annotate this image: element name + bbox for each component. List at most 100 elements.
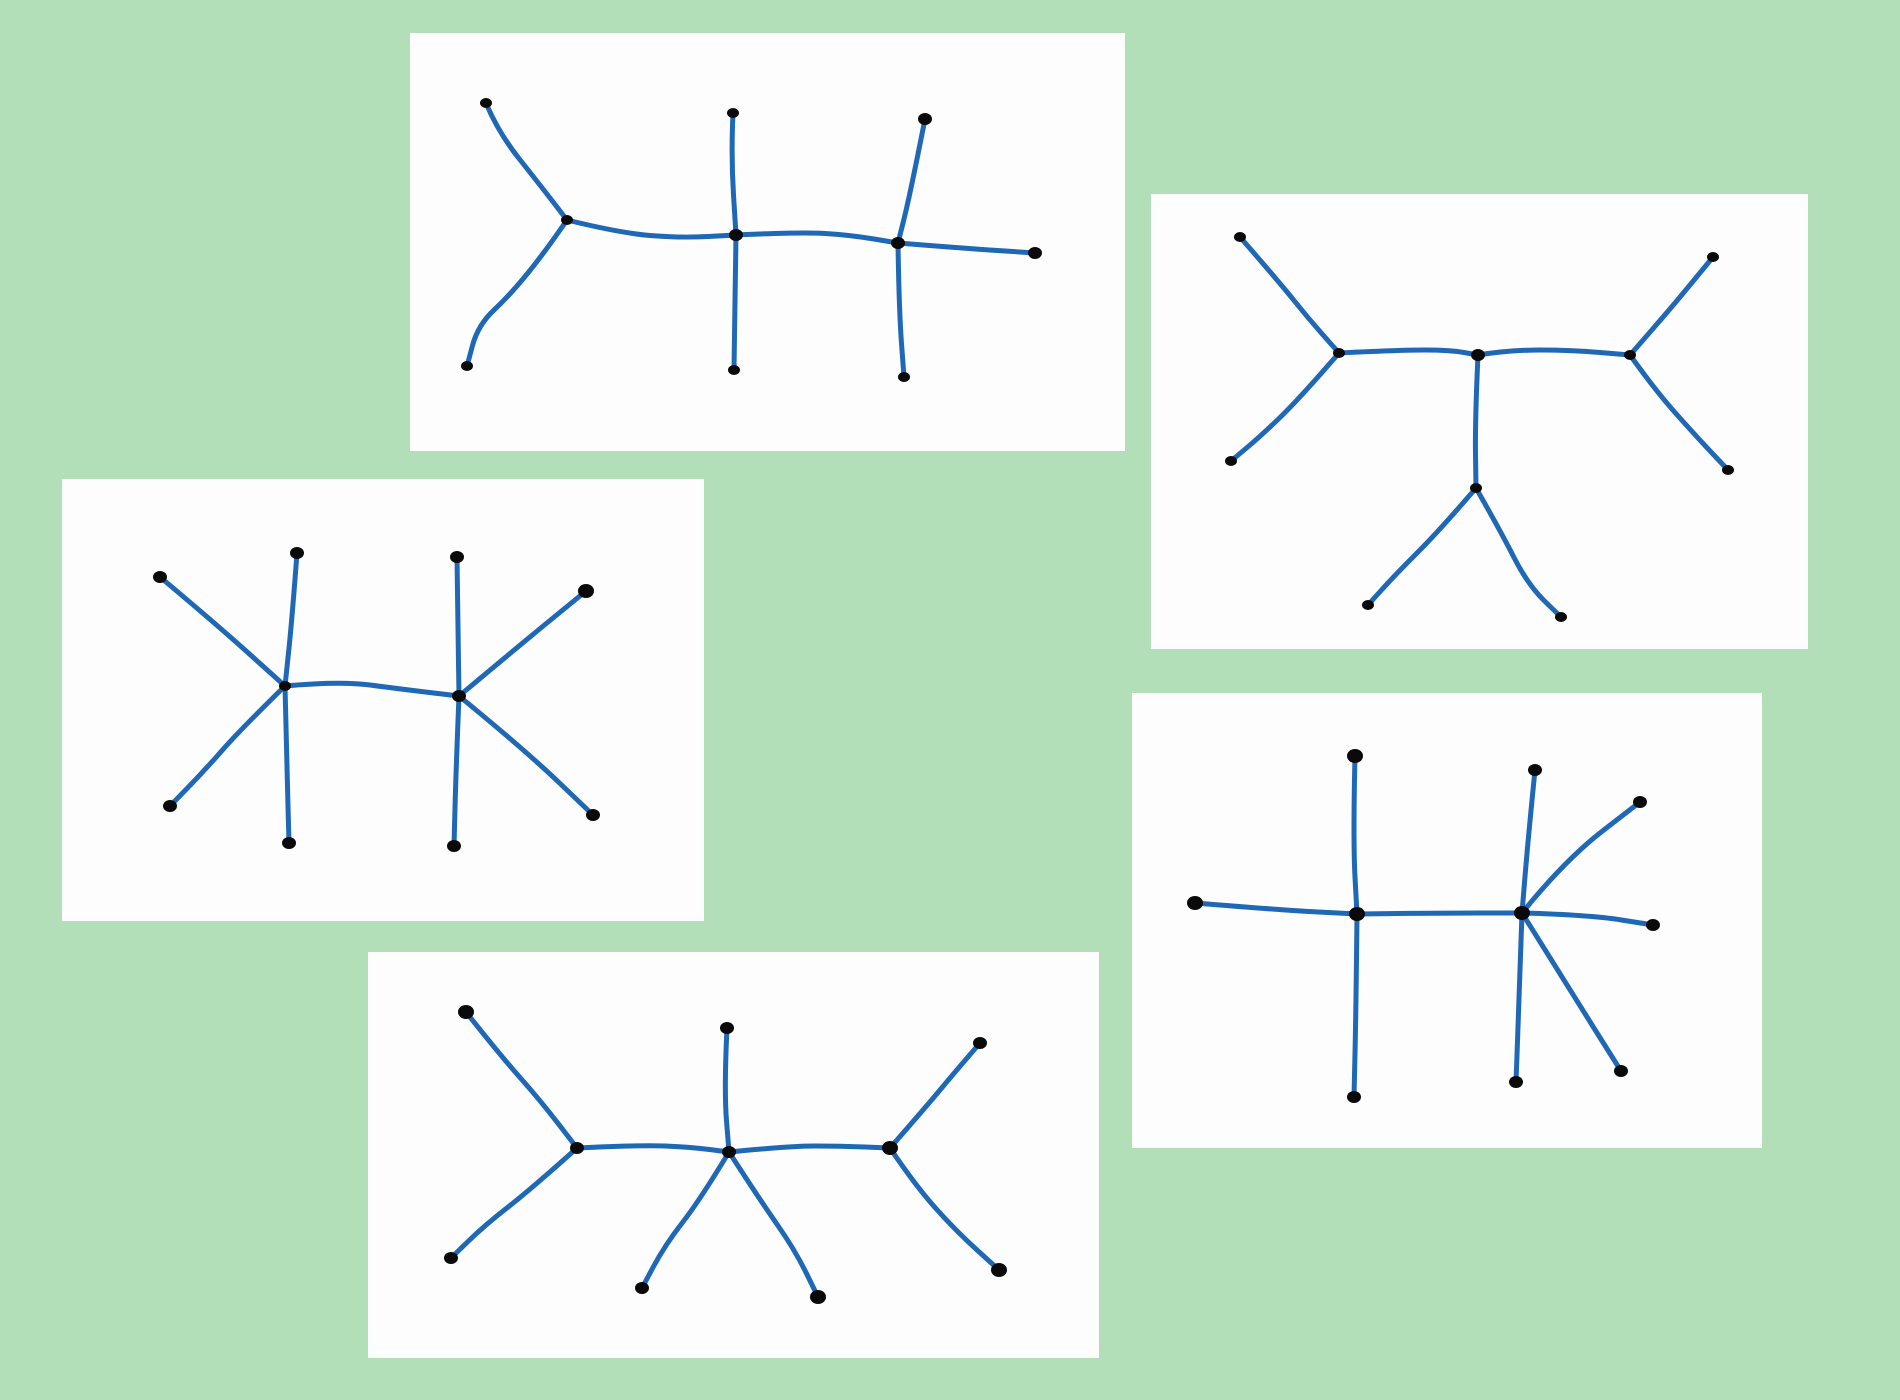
tree-4-edges [1192, 753, 1656, 1100]
tree-2-vertices [1225, 232, 1734, 622]
tree-2-vertex-d [1471, 349, 1485, 361]
tree-3-edge-f-i [456, 588, 589, 699]
tree-1-vertex-a [561, 215, 573, 225]
tree-1-vertex-i [898, 372, 910, 382]
tree-4-edge-e-i [1513, 910, 1525, 1085]
tree-4-vertex-b [1187, 896, 1203, 910]
tree-1-edge-g-i [895, 240, 907, 380]
tree-2-vertex-c [1225, 456, 1237, 466]
tree-2-vertex-e [1470, 483, 1482, 493]
tree-3-vertex-b [153, 571, 167, 583]
tree-5-edge-d-e [722, 1025, 732, 1155]
tree-2-edge-d-e [1472, 352, 1481, 491]
tree-graph-4 [1187, 749, 1660, 1103]
tree-4-vertex-i [1509, 1076, 1523, 1088]
tree-4-edge-a-c [1351, 753, 1360, 917]
tree-card-5 [368, 952, 1099, 1358]
tree-1-edge-d-f [731, 232, 739, 373]
tree-2-edge-f-g [1627, 254, 1716, 358]
tree-2-edge-e-i [1365, 485, 1479, 608]
tree-5-edge-h-i [887, 1040, 983, 1151]
tree-1-vertex-h [918, 113, 932, 125]
tree-2-edges [1228, 234, 1731, 620]
tree-2-vertex-g [1707, 252, 1719, 262]
tree-3-edge-f-h [451, 693, 462, 849]
tree-5-vertex-d [722, 1146, 736, 1158]
tree-1-edge-g-j [895, 240, 1038, 256]
tree-3-edge-b-a [157, 574, 288, 689]
tree-card-2 [1151, 194, 1808, 649]
tree-card-4 [1132, 693, 1762, 1148]
tree-1-edge-b-a [483, 100, 570, 223]
tree-4-edge-e-h [1519, 910, 1656, 928]
tree-1-vertex-e [727, 108, 739, 118]
tree-card-1 [410, 33, 1125, 451]
tree-4-edge-e-g [1519, 799, 1643, 916]
tree-5-vertex-i [973, 1037, 987, 1049]
tree-1-vertices [461, 98, 1042, 382]
tree-3-vertex-i [578, 584, 594, 598]
tree-3-edge-a-d [282, 550, 300, 689]
tree-2-edge-e-j [1473, 485, 1564, 620]
tree-1-vertex-f [728, 365, 740, 375]
tree-1-edge-a-c [464, 217, 570, 369]
tree-3-edge-a-e [282, 683, 292, 846]
tree-3-edge-a-f [282, 680, 462, 699]
tree-graph-3 [153, 547, 600, 852]
tree-5-edges [448, 1009, 1002, 1300]
tree-3-vertex-c [163, 800, 177, 812]
tree-2-vertex-j [1555, 612, 1567, 622]
tree-4-vertex-a [1349, 907, 1365, 921]
tree-2-vertex-f [1624, 350, 1636, 360]
tree-graph-1 [461, 98, 1042, 382]
tree-3-vertex-a [279, 681, 291, 691]
tree-3-edges [157, 550, 596, 849]
tree-1-edge-d-e [729, 110, 739, 238]
tree-5-vertex-a [570, 1142, 584, 1154]
tree-2-vertex-i [1362, 600, 1374, 610]
tree-4-vertex-d [1347, 1091, 1361, 1103]
tree-2-edge-b-a [1237, 234, 1342, 356]
tree-5-vertex-h [882, 1141, 898, 1155]
tree-graph-2 [1225, 232, 1734, 622]
tree-5-edge-b-a [463, 1009, 580, 1151]
tree-3-vertex-f [452, 690, 466, 702]
tree-card-3 [62, 479, 704, 921]
tree-5-vertex-g [810, 1290, 826, 1304]
tree-5-edge-a-c [448, 1145, 580, 1261]
tree-3-vertex-h [447, 840, 461, 852]
tree-5-edge-h-j [887, 1145, 1002, 1273]
tree-4-vertices [1187, 749, 1660, 1103]
tree-1-vertex-j [1028, 247, 1042, 259]
tree-1-vertex-b [480, 98, 492, 108]
tree-2-edge-f-h [1627, 352, 1731, 473]
tree-4-edge-e-f [1519, 767, 1538, 916]
tree-3-edge-f-g [454, 554, 462, 699]
tree-1-edge-a-d [564, 217, 739, 240]
tree-5-vertex-c [444, 1252, 458, 1264]
tree-3-edge-a-c [167, 683, 288, 809]
tree-2-edge-a-c [1228, 350, 1342, 464]
tree-4-vertex-h [1646, 919, 1660, 931]
tree-2-vertex-b [1234, 232, 1246, 242]
tree-4-vertex-e [1514, 906, 1530, 920]
tree-4-edge-e-j [1519, 910, 1624, 1074]
tree-1-vertex-g [891, 237, 905, 249]
tree-4-vertex-f [1528, 764, 1542, 776]
tree-4-vertex-c [1347, 749, 1363, 763]
tree-5-vertex-f [635, 1282, 649, 1294]
tree-5-vertices [444, 1005, 1007, 1304]
tree-5-vertex-j [991, 1263, 1007, 1277]
tree-4-edge-a-d [1351, 911, 1360, 1100]
tree-5-edge-d-h [726, 1143, 893, 1155]
tree-1-edge-g-h [895, 116, 928, 246]
tree-3-vertex-g [450, 551, 464, 563]
tree-1-vertex-c [461, 361, 473, 371]
tree-5-vertex-e [720, 1022, 734, 1034]
tree-1-vertex-d [729, 229, 743, 241]
tree-4-edge-a-e [1354, 910, 1525, 917]
tree-2-edge-a-d [1336, 347, 1481, 358]
tree-1-edge-d-g [733, 230, 901, 246]
tree-4-vertex-g [1633, 796, 1647, 808]
